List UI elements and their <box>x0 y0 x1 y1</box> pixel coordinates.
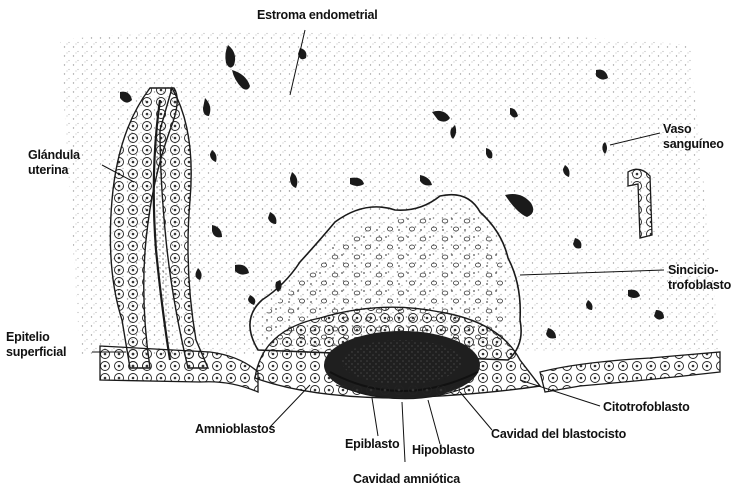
label-glandula-line1: Glándula <box>28 148 80 163</box>
label-glandula-line2: uterina <box>28 163 80 178</box>
label-amnioblastos: Amnioblastos <box>195 422 275 437</box>
label-estroma-endometrial: Estroma endometrial <box>257 8 378 23</box>
label-vaso-line2: sanguíneo <box>663 137 724 152</box>
blastocyst-cavity <box>324 331 480 399</box>
label-sincicio-line2: trofoblasto <box>668 278 731 293</box>
label-sinciciotrofoblasto: Sincicio- trofoblasto <box>668 263 731 293</box>
label-epiblasto: Epiblasto <box>345 437 399 452</box>
label-citotrofoblasto: Citotrofoblasto <box>603 400 690 415</box>
label-sincicio-line1: Sincicio- <box>668 263 731 278</box>
label-epitelio-line1: Epitelio <box>6 330 66 345</box>
label-epitelio-line2: superficial <box>6 345 66 360</box>
label-vaso-sanguineo: Vaso sanguíneo <box>663 122 724 152</box>
label-hipoblasto: Hipoblasto <box>412 443 475 458</box>
label-cavidad-amniotica: Cavidad amniótica <box>353 472 460 487</box>
label-glandula-uterina: Glándula uterina <box>28 148 80 178</box>
label-vaso-line1: Vaso <box>663 122 724 137</box>
label-cavidad-blastocisto: Cavidad del blastocisto <box>491 427 626 442</box>
label-epitelio-superficial: Epitelio superficial <box>6 330 66 360</box>
